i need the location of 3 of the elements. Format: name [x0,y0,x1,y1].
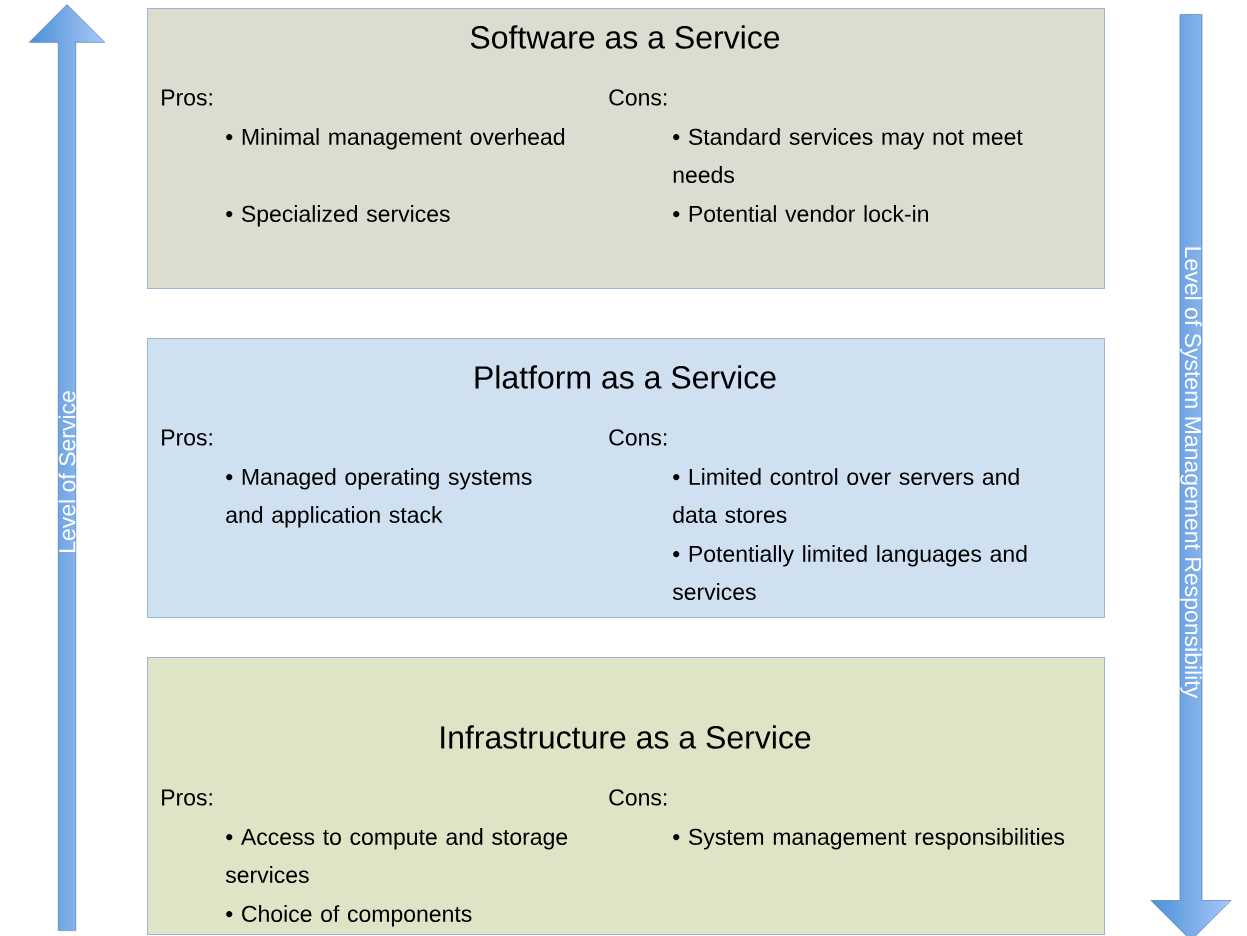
service-box: Software as a Service Pros: • Minimal management overhead • Specialized services Cons: • Standard services may not meet needs • Potential vendor lock-in [147,8,1105,289]
service-box: Infrastructure as a Service Pros: • Access to compute and storage services • Choice of components Cons: • System management responsibilities [147,657,1105,935]
service-box: Platform as a Service Pros: • Managed operating systems and application stack Cons: • Limited control over servers and data stores • Potentially limited languages and services [147,338,1105,618]
